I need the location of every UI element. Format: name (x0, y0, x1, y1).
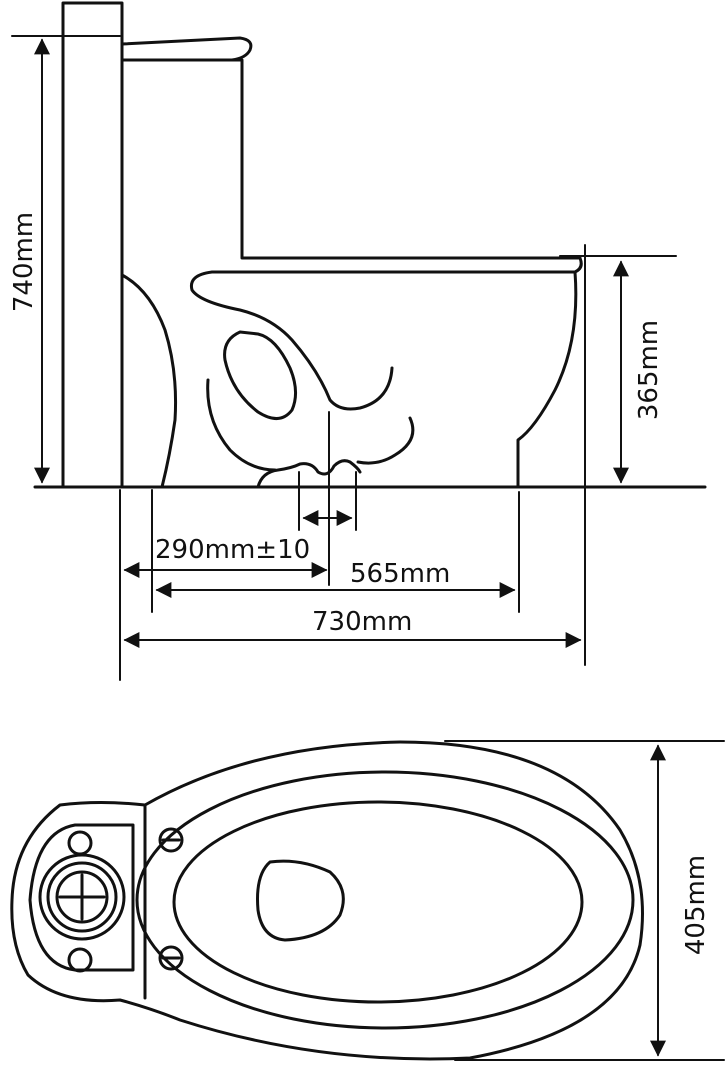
inner-curve-left (206, 378, 277, 472)
dim-740-label: 740mm (9, 212, 39, 312)
flush-button-mid (46, 861, 118, 933)
seat-bolt-top (158, 827, 184, 853)
tank-top-outline (28, 823, 135, 972)
top-outer-outline (10, 740, 644, 1061)
water-opening (256, 859, 345, 942)
tank-bolt-bottom (67, 947, 93, 973)
seat-bolt-bottom (158, 945, 184, 971)
base-squiggle (256, 459, 362, 489)
bowl-rim (135, 770, 635, 1030)
side-view: 740mm 365mm 290mm±10 565mm 730mm (9, 1, 707, 681)
dim-405-label: 405mm (681, 855, 711, 955)
bowl-front (516, 270, 578, 489)
seat-rim (189, 256, 583, 411)
dim-730-label: 730mm (312, 607, 412, 637)
flush-button-inner (55, 870, 109, 924)
rear-base (120, 273, 178, 489)
trapway-loop (223, 330, 297, 420)
top-view: 405mm (10, 740, 725, 1061)
tank-lid (120, 36, 253, 62)
bowl-inner (172, 800, 584, 1004)
tank-outline (120, 58, 582, 260)
dim-290-label: 290mm±10 (155, 535, 310, 565)
tank-bolt-top (67, 830, 93, 856)
dim-565-label: 565mm (350, 559, 450, 589)
wall-back (61, 1, 124, 489)
dim-365-label: 365mm (634, 320, 664, 420)
inner-curve-right (356, 416, 415, 465)
